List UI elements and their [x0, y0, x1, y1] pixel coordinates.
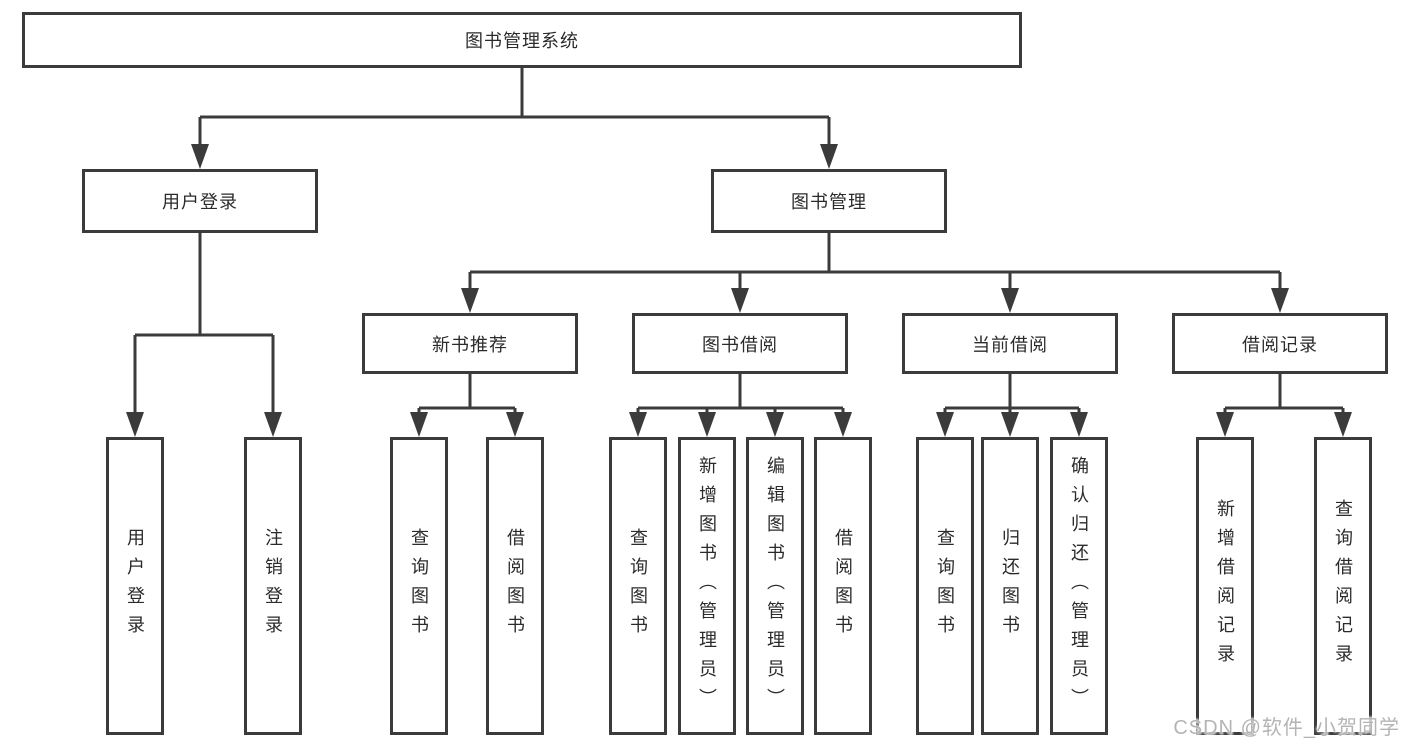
node-borrowing-records: 借阅记录 [1172, 313, 1388, 374]
connector-new-book-rec-children [410, 374, 524, 437]
node-label: 查询借阅记录 [1333, 499, 1353, 673]
node-label: 新书推荐 [432, 334, 508, 355]
node-label: 借阅图书 [833, 528, 853, 644]
leaf-bb-edit-books-admin: 编辑图书（管理员） [746, 437, 804, 735]
node-label: 借阅图书 [505, 528, 525, 644]
leaf-bb-add-books-admin: 新增图书（管理员） [678, 437, 736, 735]
leaf-cb-return-books: 归还图书 [981, 437, 1039, 735]
connector-book-mgmt-children [461, 233, 1289, 313]
node-book-borrowing: 图书借阅 [632, 313, 848, 374]
connector-current-borrowing-children [936, 374, 1088, 437]
node-label: 用户登录 [125, 528, 145, 644]
node-label: 查询图书 [935, 528, 955, 644]
node-label: 查询图书 [409, 528, 429, 644]
node-label: 图书借阅 [702, 334, 778, 355]
node-current-borrowing: 当前借阅 [902, 313, 1118, 374]
leaf-logout: 注销登录 [244, 437, 302, 735]
node-label: 注销登录 [263, 528, 283, 644]
leaf-br-query-record: 查询借阅记录 [1314, 437, 1372, 735]
leaf-cb-query-books: 查询图书 [916, 437, 974, 735]
leaf-nbr-query-books: 查询图书 [390, 437, 448, 735]
leaf-br-add-record: 新增借阅记录 [1196, 437, 1254, 735]
node-label: 编辑图书（管理员） [765, 455, 785, 717]
node-book-management-branch: 图书管理 [711, 169, 947, 233]
leaf-nbr-borrow-books: 借阅图书 [486, 437, 544, 735]
node-label: 借阅记录 [1242, 334, 1318, 355]
connector-borrowing-records-children [1216, 374, 1352, 437]
node-label: 新增图书（管理员） [697, 455, 717, 717]
node-library-management-system: 图书管理系统 [22, 12, 1022, 68]
node-label: 用户登录 [162, 192, 238, 212]
leaf-user-login: 用户登录 [106, 437, 164, 735]
leaf-bb-query-books: 查询图书 [609, 437, 667, 735]
node-label: 查询图书 [628, 528, 648, 644]
node-label: 归还图书 [1000, 528, 1020, 644]
node-user-login-branch: 用户登录 [82, 169, 318, 233]
connector-book-borrowing-children [629, 374, 852, 437]
connector-root-to-level2 [191, 68, 838, 169]
node-label: 新增借阅记录 [1215, 499, 1235, 673]
node-new-book-recommend: 新书推荐 [362, 313, 578, 374]
connector-user-login-children [126, 233, 282, 437]
node-label: 当前借阅 [972, 334, 1048, 355]
node-label: 图书管理 [791, 192, 867, 212]
node-label: 图书管理系统 [465, 31, 579, 51]
leaf-cb-confirm-return-admin: 确认归还（管理员） [1050, 437, 1108, 735]
node-label: 确认归还（管理员） [1069, 455, 1089, 717]
leaf-bb-borrow-books: 借阅图书 [814, 437, 872, 735]
csdn-watermark: CSDN @软件_小贺同学 [1173, 717, 1400, 739]
